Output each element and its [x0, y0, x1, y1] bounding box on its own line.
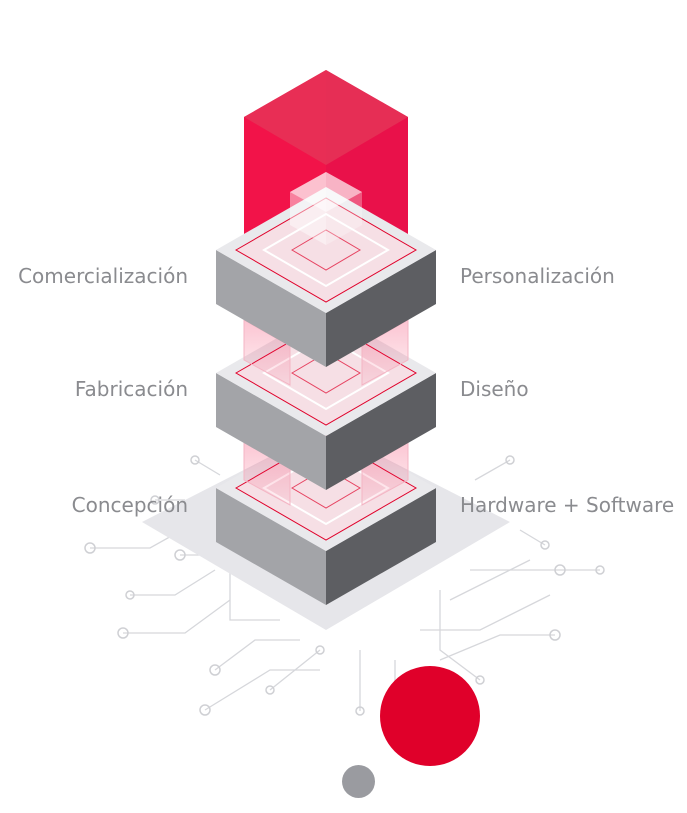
label-concepcion: Concepción	[72, 493, 188, 517]
label-comercializacion: Comercialización	[18, 264, 188, 288]
label-diseno: Diseño	[460, 377, 529, 401]
label-personalizacion: Personalización	[460, 264, 615, 288]
label-hardware-software: Hardware + Software	[460, 493, 674, 517]
gray-circle-decoration	[342, 765, 375, 798]
red-circle-decoration	[380, 666, 480, 766]
label-fabricacion: Fabricación	[75, 377, 188, 401]
